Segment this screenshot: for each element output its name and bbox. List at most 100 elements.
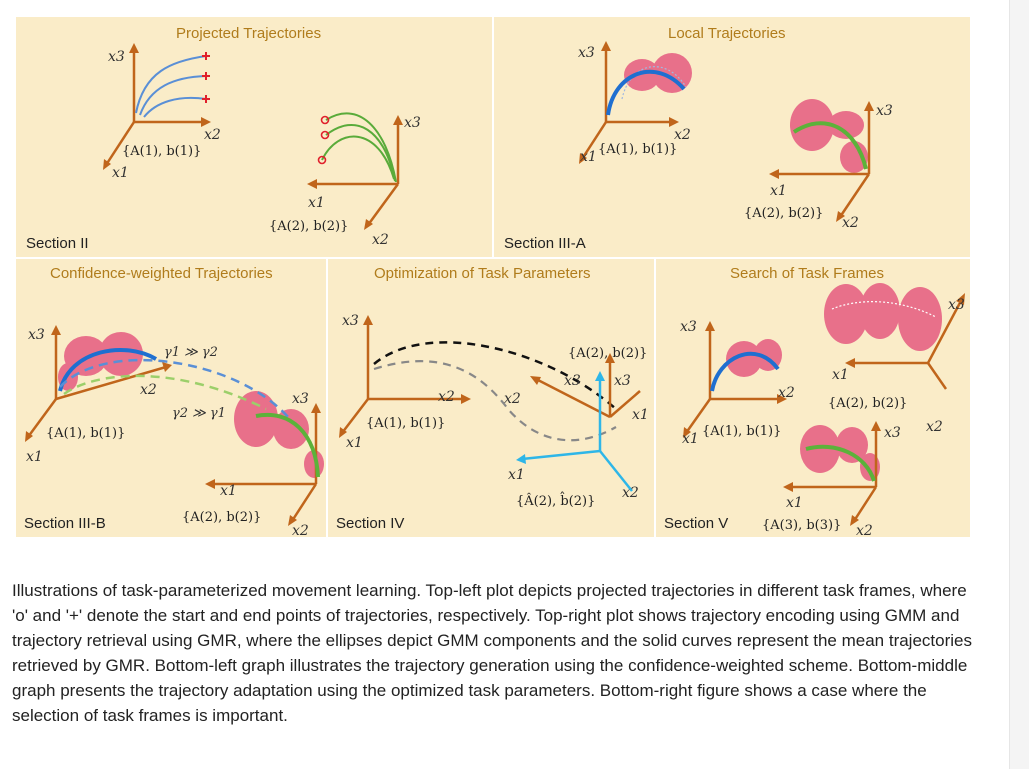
- task-frame-1-axes: [580, 47, 672, 160]
- start-point-markers: [317, 115, 330, 165]
- mean-trajectory-frame-1: [606, 69, 686, 116]
- axis-label-x1: x1: [682, 431, 699, 447]
- axis-label-x3: x3: [292, 391, 309, 407]
- confidence-relation-g2: γ2 ≫ γ1: [172, 406, 226, 421]
- task-frame-1-label: {A(1), b(1)}: [46, 426, 125, 441]
- gmm-components-frame-2: [234, 391, 324, 478]
- gmm-components-frame-1: [624, 53, 692, 93]
- axis-label-x3: x3: [564, 373, 581, 389]
- vertical-scrollbar[interactable]: [1009, 0, 1029, 769]
- task-frame-1-axes: [684, 327, 780, 434]
- gmm-components-frame-2: [824, 283, 942, 351]
- panel-title: Optimization of Task Parameters: [374, 265, 591, 282]
- generated-trajectory-g1-dominant: [59, 358, 289, 418]
- axis-label-x2: x2: [842, 215, 859, 231]
- axis-label-x3: x3: [948, 297, 965, 313]
- confidence-relation-g1: γ1 ≫ γ2: [164, 345, 218, 360]
- task-frame-1-label: {A(1), b(1)}: [598, 142, 677, 157]
- mean-trajectory-frame-2: [255, 412, 320, 478]
- mean-trajectory-frame-3: [805, 444, 876, 482]
- axis-label-x1: x1: [220, 483, 237, 499]
- axis-label-x1: x1: [786, 495, 803, 511]
- task-frame-2-label: {A(2), b(2)}: [744, 206, 823, 221]
- task-frame-1-axes: [104, 49, 204, 166]
- axis-label-x3: x3: [614, 373, 631, 389]
- optimized-task-frame-axes: [521, 377, 633, 492]
- panel-optimization-of-task-parameters: Optimization of Task Parameters Section …: [328, 259, 654, 537]
- task-frame-2-axes: [852, 298, 964, 390]
- task-frame-3-axes: [790, 427, 878, 522]
- axis-label-x2: x2: [504, 391, 521, 407]
- section-label: Section II: [26, 235, 89, 252]
- projected-trajectories-frame-2: [321, 112, 397, 183]
- task-frame-1-axes: [26, 331, 167, 438]
- task-frame-2-axes: [776, 107, 871, 218]
- panel-title: Local Trajectories: [668, 25, 786, 42]
- axis-label-x1: x1: [508, 467, 525, 483]
- axis-label-x2: x2: [926, 419, 943, 435]
- section-label: Section III-A: [504, 235, 586, 252]
- panel-local-trajectories: Local Trajectories Section III-A x: [494, 17, 970, 257]
- axis-label-x2: x2: [674, 127, 691, 143]
- gmm-components-frame-2: [790, 99, 868, 173]
- axis-label-x3: x3: [884, 425, 901, 441]
- axis-label-x1: x1: [112, 165, 129, 181]
- task-frame-2-axes: [535, 359, 641, 419]
- projected-trajectories-diagram: x3 x2 x1 {A(1), b(1)}: [103, 43, 421, 248]
- panel-projected-trajectories: Projected Trajectories Section II: [16, 17, 492, 257]
- task-frame-1-label: {A(1), b(1)}: [122, 144, 201, 159]
- axis-label-x1: x1: [832, 367, 849, 383]
- axis-label-x2: x2: [778, 385, 795, 401]
- figure: Projected Trajectories Section II: [16, 17, 970, 539]
- section-label: Section III-B: [24, 515, 106, 532]
- optimization-diagram: x3 x2 x1 {A(1), b(1)} {A(2), b(2)} x3 x3…: [339, 313, 649, 509]
- task-frame-1-label: {A(1), b(1)}: [366, 416, 445, 431]
- axis-label-x1: x1: [346, 435, 363, 451]
- task-frame-2-label: {A(2), b(2)}: [568, 346, 647, 361]
- optimized-task-frame-label: {Â(2), b̂(2)}: [516, 491, 595, 509]
- axis-label-x2: x2: [204, 127, 221, 143]
- section-label: Section V: [664, 515, 729, 532]
- axis-label-x3: x3: [578, 45, 595, 61]
- axis-label-x1: x1: [770, 183, 787, 199]
- axis-label-x3: x3: [342, 313, 359, 329]
- axis-label-x2: x2: [438, 389, 455, 405]
- gmm-components-frame-3: [800, 425, 880, 481]
- task-frame-2-label: {A(2), b(2)}: [828, 396, 907, 411]
- confidence-weighted-diagram: x3 x2 x1 {A(1), b(1)} γ1 ≫ γ2 γ2 ≫ γ1 x3…: [25, 325, 324, 539]
- axis-label-x1: x1: [580, 149, 597, 165]
- task-frame-2-axes: [314, 121, 400, 226]
- axis-label-x3: x3: [108, 49, 125, 65]
- mean-trajectory-frame-1: [58, 347, 158, 392]
- axis-label-x2: x2: [622, 485, 639, 501]
- task-frame-1-axes: [341, 321, 464, 434]
- original-trajectory: [373, 341, 617, 410]
- axis-label-x1: x1: [308, 195, 325, 211]
- axis-label-x3: x3: [28, 327, 45, 343]
- axis-label-x1: x1: [26, 449, 43, 465]
- axis-label-x2: x2: [372, 232, 389, 248]
- axis-label-x3: x3: [680, 319, 697, 335]
- local-trajectories-diagram: x3 x2 x1 {A(1), b(1)} x3 x1: [578, 41, 893, 231]
- mean-trajectory-frame-1: [710, 351, 780, 392]
- task-frame-1-label: {A(1), b(1)}: [702, 424, 781, 439]
- axis-label-x3: x3: [404, 115, 421, 131]
- mean-trajectory-frame-2: [792, 121, 868, 170]
- panel-title: Projected Trajectories: [176, 25, 322, 42]
- end-point-markers: [202, 52, 210, 103]
- task-frame-2-label: {A(2), b(2)}: [182, 510, 261, 525]
- axis-label-x2: x2: [292, 523, 309, 539]
- panel-title: Search of Task Frames: [730, 265, 884, 282]
- panel-title: Confidence-weighted Trajectories: [50, 265, 273, 282]
- gmm-outline-frame-2: [831, 301, 937, 318]
- gmm-components-outline: [621, 66, 687, 100]
- generated-trajectory-g2-dominant: [63, 374, 267, 411]
- axis-label-x2: x2: [140, 382, 157, 398]
- panel-search-of-task-frames: Search of Task Frames Section V x3 x2 x1: [656, 259, 970, 539]
- task-frame-3-label: {A(3), b(3)}: [762, 518, 841, 533]
- figure-caption: Illustrations of task-parameterized move…: [12, 581, 972, 725]
- projected-trajectories-frame-1: [135, 55, 207, 118]
- axis-label-x3: x3: [876, 103, 893, 119]
- panel-confidence-weighted-trajectories: Confidence-weighted Trajectories Section…: [16, 259, 326, 539]
- axis-label-x1: x1: [632, 407, 649, 423]
